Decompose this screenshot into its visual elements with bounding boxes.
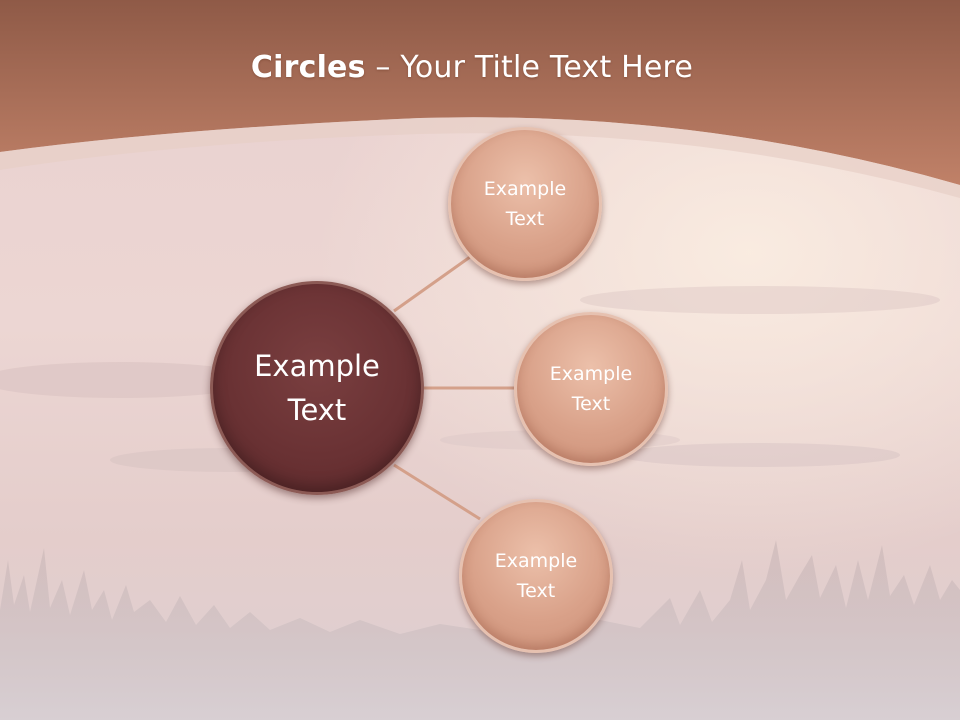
node-circle-line2: Text bbox=[505, 208, 545, 230]
title-bold: Circles bbox=[250, 50, 366, 85]
connector-line-top bbox=[393, 255, 471, 313]
node-circle-bottom: Example Text bbox=[459, 499, 613, 653]
node-circle-line1: Example bbox=[483, 178, 567, 200]
slide-title: Circles – Your Title Text Here bbox=[0, 50, 944, 85]
node-circle-line1: Example bbox=[549, 363, 633, 385]
node-circle-middle: Example Text bbox=[514, 312, 668, 466]
connector-line-bottom bbox=[393, 463, 481, 521]
node-circle-top: Example Text bbox=[448, 127, 602, 281]
center-circle-line1: Example bbox=[254, 349, 380, 383]
connector-lines bbox=[393, 255, 514, 521]
title-rest: – Your Title Text Here bbox=[365, 50, 694, 85]
node-circle-line1: Example bbox=[494, 550, 578, 572]
center-circle-line2: Text bbox=[287, 393, 347, 427]
node-circle-line2: Text bbox=[516, 580, 556, 602]
node-circle-line2: Text bbox=[571, 393, 611, 415]
center-circle: Example Text bbox=[210, 281, 424, 495]
